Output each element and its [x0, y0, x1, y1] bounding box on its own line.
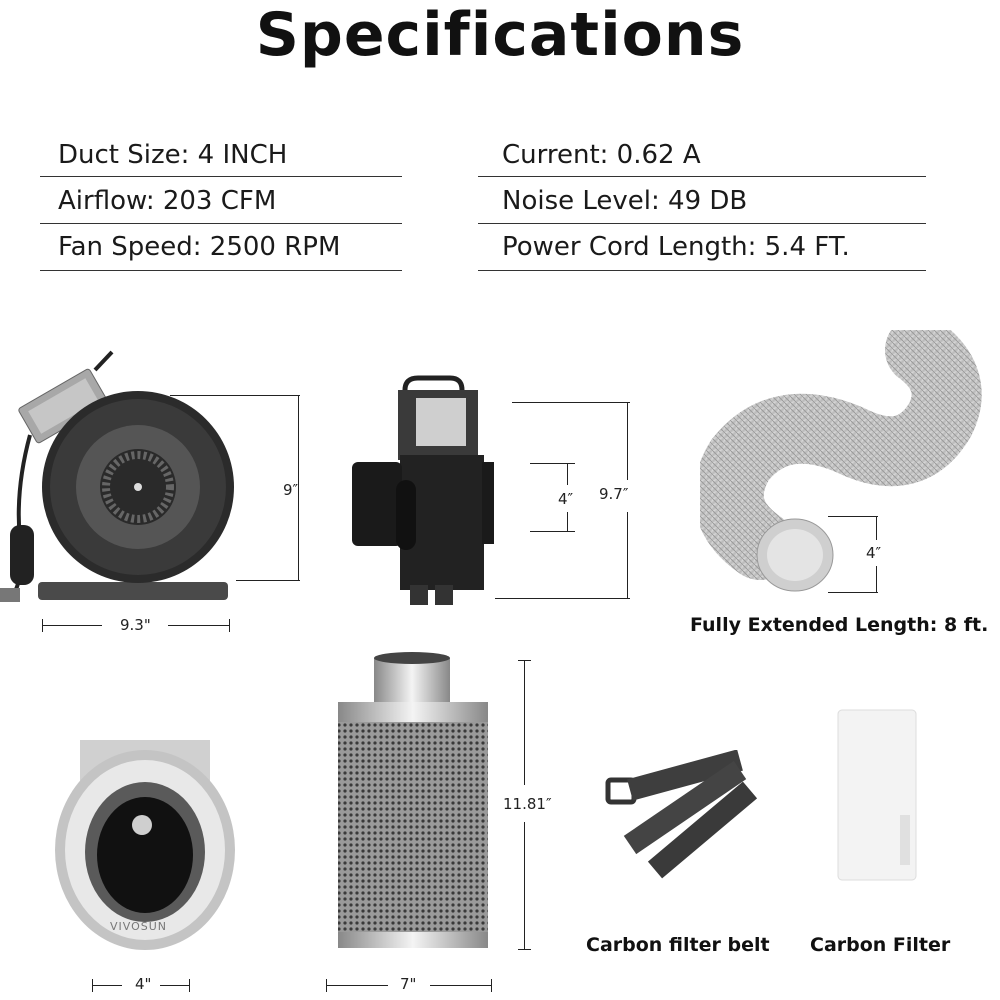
fan-side-inner-label: 4″ — [558, 490, 574, 508]
dimension-line — [530, 463, 575, 464]
page-title: Specifications — [255, 0, 745, 70]
brand-label: VIVOSUN — [110, 920, 167, 933]
fan-width-label: 9.3" — [120, 616, 151, 634]
dimension-line — [524, 822, 525, 950]
dimension-tick — [326, 979, 327, 992]
belt-caption: Carbon filter belt — [586, 934, 770, 956]
spec-current: Current: 0.62 A — [502, 140, 701, 170]
dimension-line — [828, 592, 878, 593]
divider — [40, 223, 402, 224]
spec-duct-size: Duct Size: 4 INCH — [58, 140, 288, 170]
divider — [478, 223, 926, 224]
fan-height-label: 9″ — [283, 481, 299, 499]
duct-diameter-label: 4″ — [866, 544, 882, 562]
dimension-line — [828, 516, 878, 517]
dimension-line — [627, 402, 628, 480]
inline-fan-side-image — [352, 375, 494, 605]
spec-fan-speed: Fan Speed: 2500 RPM — [58, 232, 341, 262]
dimension-line — [326, 985, 388, 986]
dimension-line — [495, 598, 630, 599]
divider — [478, 270, 926, 271]
dimension-line — [530, 531, 575, 532]
flex-duct-image — [700, 330, 982, 592]
spec-airflow: Airflow: 203 CFM — [58, 186, 277, 216]
dimension-line — [876, 516, 877, 540]
carbon-filter-side-image — [338, 652, 488, 948]
dimension-line — [567, 463, 568, 485]
dimension-line — [168, 625, 230, 626]
dimension-line — [42, 625, 102, 626]
divider — [478, 176, 926, 177]
dimension-line — [512, 402, 630, 403]
dimension-line — [170, 395, 300, 396]
filter-width-label: 7" — [400, 975, 417, 993]
carbon-filter-top-image: VIVOSUN — [55, 740, 235, 950]
dimension-tick — [518, 949, 531, 950]
spec-power-cord: Power Cord Length: 5.4 FT. — [502, 232, 850, 262]
carbon-filter-belt-image — [605, 750, 758, 879]
spec-noise-level: Noise Level: 49 DB — [502, 186, 748, 216]
dimension-line — [567, 512, 568, 532]
dimension-tick — [92, 979, 93, 992]
dimension-tick — [518, 660, 531, 661]
duct-caption: Fully Extended Length: 8 ft. — [690, 614, 989, 636]
dimension-line — [430, 985, 492, 986]
divider — [40, 176, 402, 177]
prefilter-sleeve-image — [837, 709, 917, 881]
dimension-tick — [491, 979, 492, 992]
dimension-line — [876, 566, 877, 592]
inline-fan-front-image — [0, 350, 234, 602]
dimension-line — [92, 985, 122, 986]
dimension-tick — [42, 619, 43, 632]
filter-caption: Carbon Filter — [810, 934, 951, 956]
dimension-line — [524, 660, 525, 785]
dimension-line — [298, 395, 299, 580]
filter-top-diameter-label: 4" — [135, 975, 152, 993]
dimension-line — [627, 512, 628, 598]
fan-side-height-label: 9.7″ — [599, 485, 629, 503]
dimension-line — [160, 985, 190, 986]
dimension-tick — [189, 979, 190, 992]
filter-height-label: 11.81″ — [503, 795, 552, 813]
dimension-tick — [229, 619, 230, 632]
divider — [40, 270, 402, 271]
dimension-line — [236, 580, 300, 581]
